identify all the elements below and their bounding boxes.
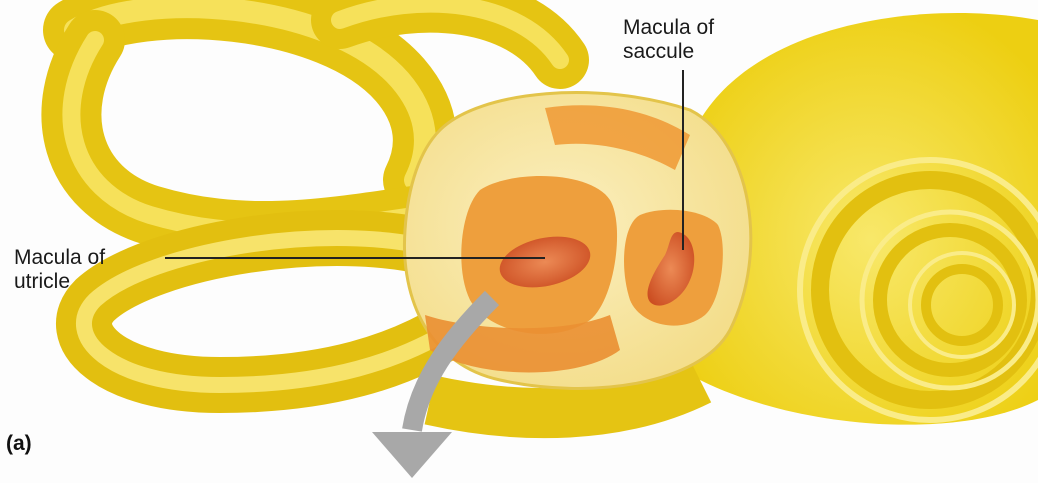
label-saccule-line2: saccule — [623, 40, 714, 64]
panel-letter: (a) — [6, 432, 32, 456]
label-utricle-line1: Macula of — [14, 246, 105, 270]
label-saccule-line1: Macula of — [623, 16, 714, 40]
label-macula-of-saccule: Macula of saccule — [623, 16, 714, 64]
label-utricle-line2: utricle — [14, 270, 105, 294]
label-macula-of-utricle: Macula of utricle — [14, 246, 105, 294]
